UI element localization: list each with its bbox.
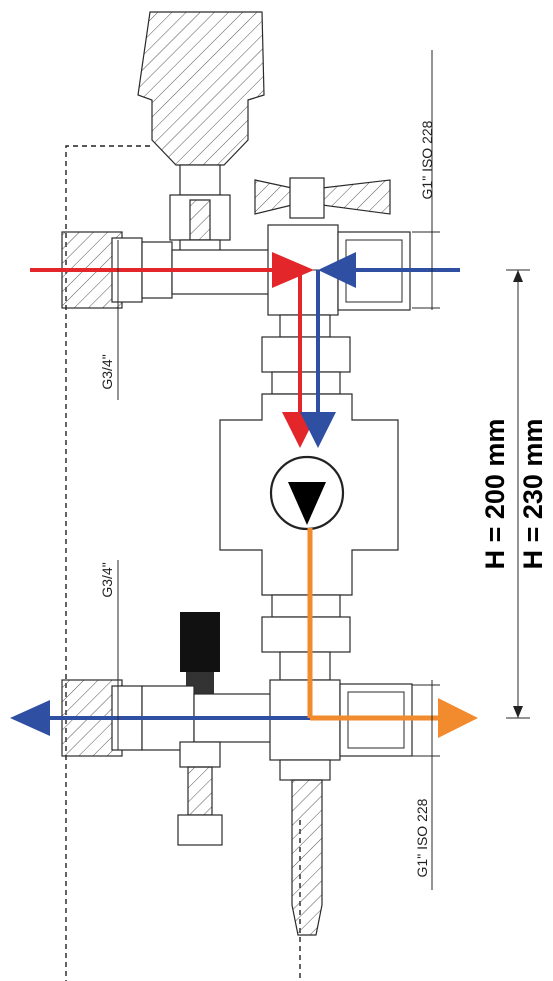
bottom-probe-rod bbox=[279, 759, 331, 936]
mixed-flow-line bbox=[307, 528, 478, 738]
top-valve-stem bbox=[169, 164, 231, 263]
return-down-arrow bbox=[300, 412, 336, 448]
thread-label-top-left: G3/4" bbox=[99, 354, 115, 389]
ball-valve-handle bbox=[254, 177, 391, 219]
return-flow-line bbox=[10, 252, 460, 736]
supply-flow-line bbox=[30, 252, 318, 448]
mixed-right-arrow bbox=[438, 698, 478, 738]
actuator-block bbox=[180, 612, 220, 694]
thread-label-top-right: G1" ISO 228 bbox=[419, 120, 435, 199]
top-union-fitting bbox=[261, 314, 351, 395]
height-label-200: H = 200 mm bbox=[480, 419, 510, 570]
pump-symbol-icon bbox=[269, 455, 345, 531]
bottom-valve-stem bbox=[177, 741, 223, 846]
thread-label-bottom-left: G3/4" bbox=[99, 562, 115, 597]
bottom-union-fitting bbox=[261, 594, 351, 681]
dimension-lines bbox=[117, 50, 530, 890]
height-label-230: H = 230 mm bbox=[518, 419, 548, 570]
thread-label-bottom-right: G1" ISO 228 bbox=[414, 798, 430, 877]
return-left-arrow bbox=[10, 700, 50, 736]
thermostatic-head bbox=[137, 11, 265, 166]
